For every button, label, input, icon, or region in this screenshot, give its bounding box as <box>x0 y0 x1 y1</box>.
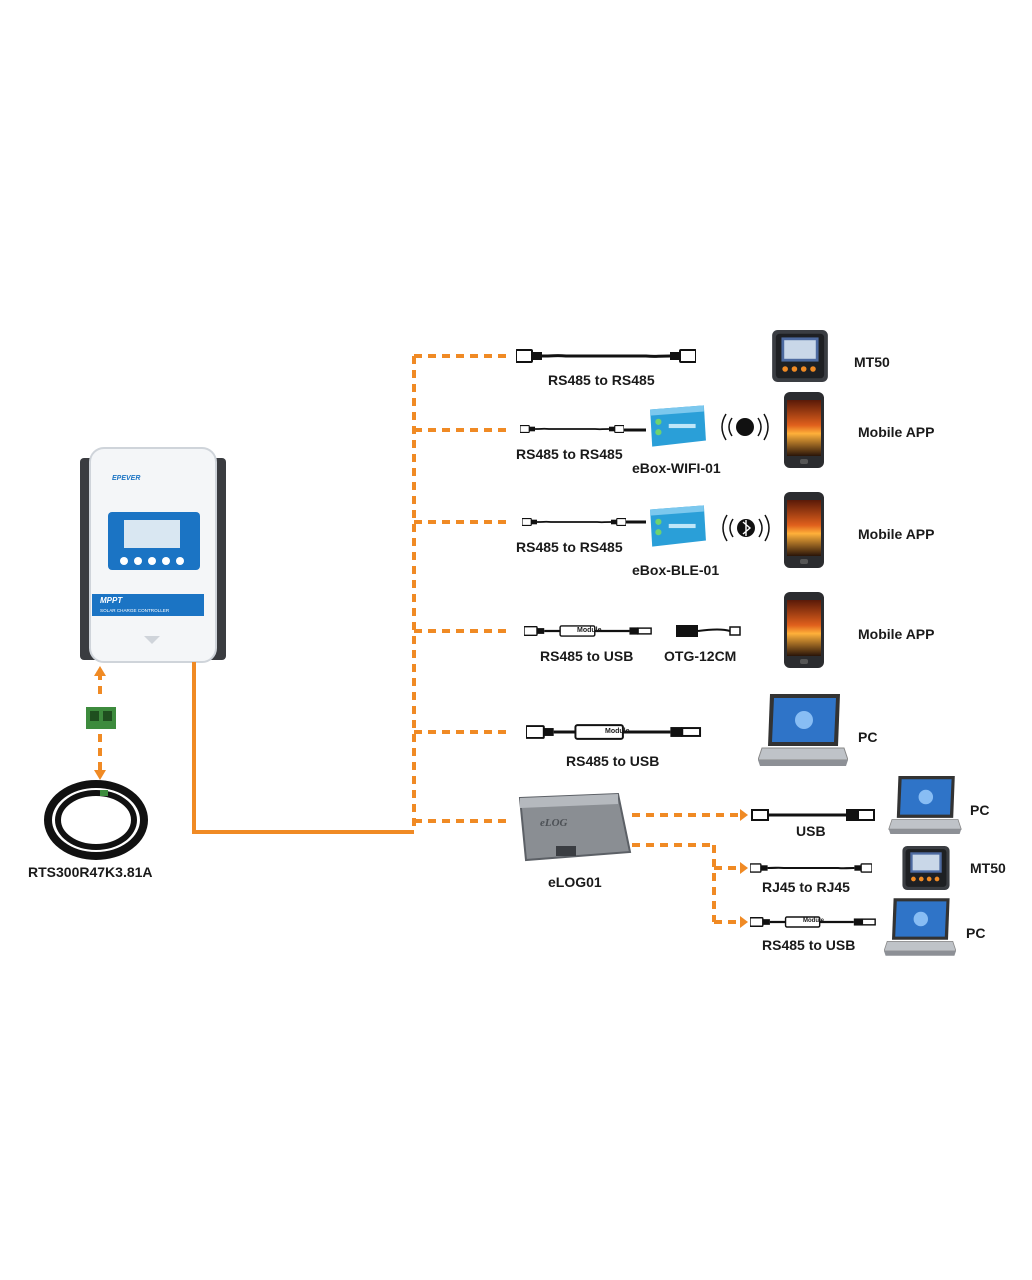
cable-label-row-5: RS485 to USB <box>566 753 660 769</box>
link-row-4 <box>524 592 824 668</box>
device-label-row-5: PC <box>858 729 878 745</box>
logger-cable-label-2: RJ45 to RJ45 <box>762 879 850 895</box>
cable-label-row-4: RS485 to USB <box>540 648 634 664</box>
elog-outputs <box>632 776 962 956</box>
controller-subtitle: SOLAR CHARGE CONTROLLER <box>100 608 170 613</box>
cable-label-row-1: RS485 to RS485 <box>548 372 655 388</box>
cable-label-row-3: RS485 to RS485 <box>516 539 623 555</box>
module-tag-1: Module <box>577 627 602 634</box>
device-label-row-4: Mobile APP <box>858 626 935 642</box>
module-tag-3: Module <box>803 918 824 924</box>
link-row-3 <box>522 492 824 568</box>
logger-device-label-2: MT50 <box>970 860 1006 876</box>
logger-device-label-3: PC <box>966 925 986 941</box>
logger-cable-label-1: USB <box>796 823 826 839</box>
wifi-icon <box>721 413 769 441</box>
link-row-2 <box>520 392 824 468</box>
controller-brand: EPEVER <box>112 475 140 482</box>
logger-label: eLOG01 <box>548 874 602 890</box>
logger-cable-label-3: RS485 to USB <box>762 937 856 953</box>
logger-device-label-1: PC <box>970 802 990 818</box>
bluetooth-icon <box>722 514 770 542</box>
link-trunk <box>192 354 506 834</box>
adapter-label-row-2: eBox-WIFI-01 <box>632 460 721 476</box>
elog01-device: eLOG <box>518 792 632 862</box>
device-label-row-1: MT50 <box>854 354 890 370</box>
adapter-label-row-3: eBox-BLE-01 <box>632 562 720 578</box>
device-label-row-3: Mobile APP <box>858 526 935 542</box>
svg-text:eLOG: eLOG <box>540 817 568 829</box>
sensor-label: RTS300R47K3.81A <box>28 864 153 880</box>
module-tag-2: Module <box>605 728 630 735</box>
adapter-label-row-4: OTG-12CM <box>664 648 737 664</box>
charge-controller: MPPT SOLAR CHARGE CONTROLLER EPEVER <box>80 447 226 663</box>
controller-model-badge: MPPT <box>100 596 123 605</box>
device-label-row-2: Mobile APP <box>858 424 935 440</box>
temperature-sensor <box>44 666 148 860</box>
cable-label-row-2: RS485 to RS485 <box>516 446 623 462</box>
